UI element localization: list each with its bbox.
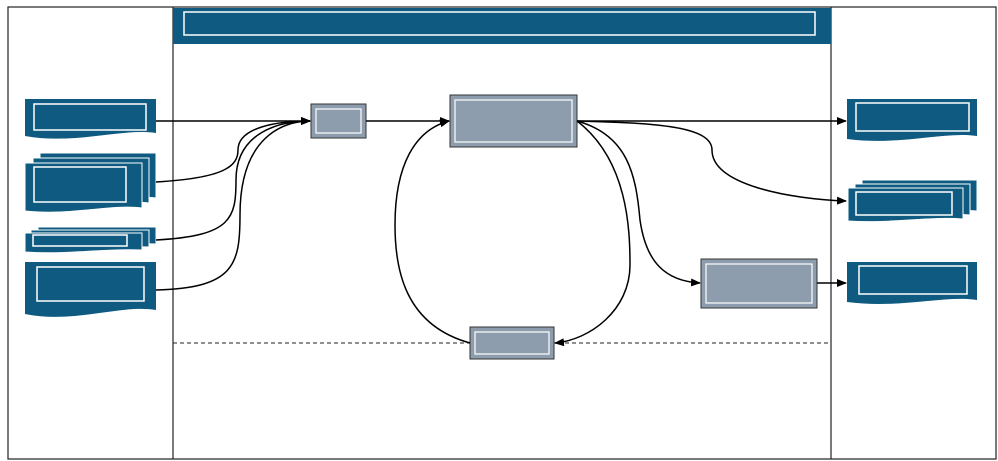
arrow-central-to-feedback xyxy=(554,120,631,347)
process-node-central xyxy=(449,94,578,148)
process-node-small xyxy=(310,103,367,139)
header-banner xyxy=(173,8,831,44)
input-document-3-stack xyxy=(24,226,157,254)
process-node-right xyxy=(700,258,818,309)
input-document-2-stack xyxy=(24,152,157,213)
arrow-feedback-to-central xyxy=(394,119,471,344)
output-document-3 xyxy=(847,262,977,305)
output-document-2-stack xyxy=(847,179,978,223)
arrow-input2-to-small xyxy=(155,117,311,183)
arrow-central-to-right-node xyxy=(576,120,701,287)
arrow-input4-to-small xyxy=(155,117,311,291)
output-document-1 xyxy=(847,99,977,141)
arrow-input3-to-small xyxy=(155,117,311,241)
process-node-feedback xyxy=(469,326,555,360)
input-document-1 xyxy=(25,99,156,139)
arrow-central-to-output2 xyxy=(576,120,847,205)
connectors xyxy=(155,117,847,347)
input-document-4 xyxy=(25,262,156,317)
